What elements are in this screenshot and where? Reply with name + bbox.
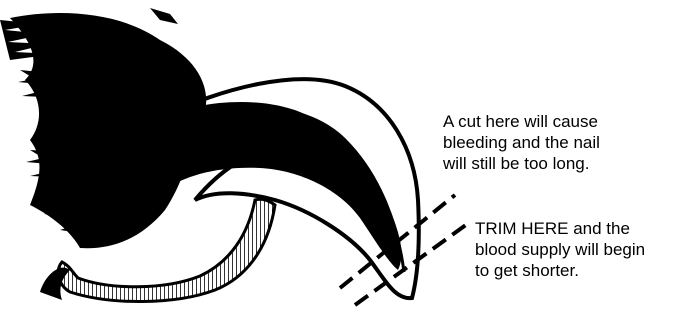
trim-here-annotation: TRIM HERE and the blood supply will begi… bbox=[475, 218, 645, 281]
bad-cut-annotation: A cut here will cause bleeding and the n… bbox=[443, 111, 600, 174]
quick-blood-supply bbox=[155, 102, 402, 270]
